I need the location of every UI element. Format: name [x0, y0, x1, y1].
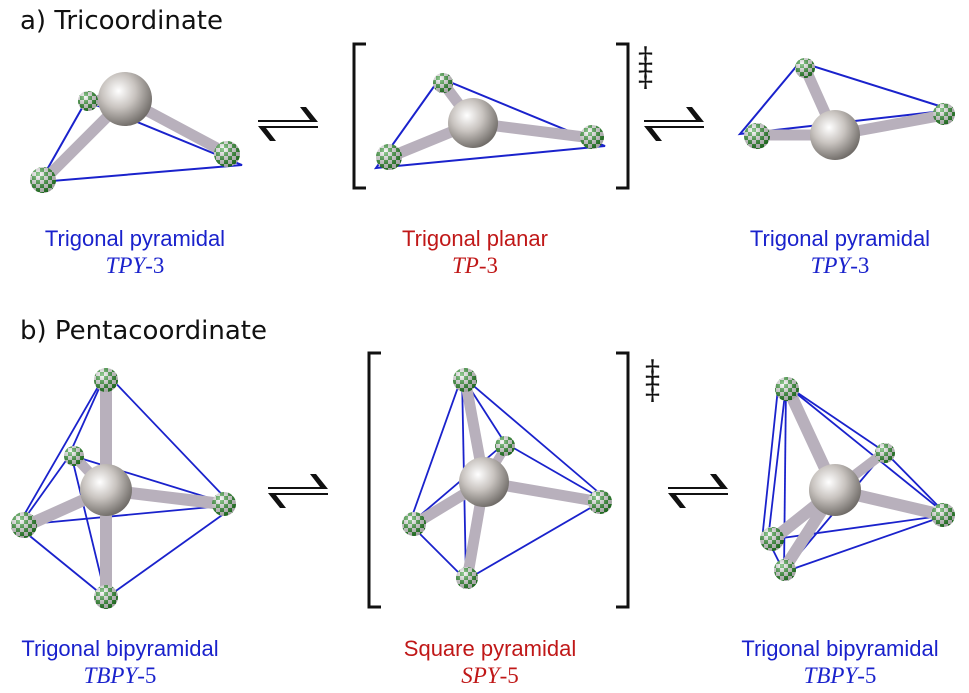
label-tpy3-right: Trigonal pyramidal TPY-3	[690, 226, 969, 280]
tbpy5-left-molecule	[11, 368, 236, 609]
label-tbpy5-left: Trigonal bipyramidal TBPY-5	[0, 636, 270, 690]
label-tp3-code: TP-3	[451, 253, 498, 278]
label-spy5: Square pyramidal SPY-5	[340, 636, 640, 690]
label-tbpy5-right: Trigonal bipyramidal TBPY-5	[690, 636, 969, 690]
ts-dagger-b-2: ‡	[645, 372, 660, 407]
equilibrium-arrow-a2	[644, 107, 704, 141]
section-b-title: b) Pentacoordinate	[20, 316, 267, 346]
label-tpy3-left: Trigonal pyramidal TPY-3	[0, 226, 285, 280]
equilibrium-arrow-a1	[258, 107, 318, 141]
spy5-molecule	[402, 368, 612, 589]
tp3-molecule	[373, 73, 606, 170]
label-tpy3-right-name: Trigonal pyramidal	[749, 226, 931, 251]
ts-dagger-b-1: ‡	[645, 354, 660, 389]
ts-dagger-a-2: ‡	[638, 59, 653, 94]
equilibrium-arrow-b1	[268, 474, 328, 508]
section-a-title: a) Tricoordinate	[20, 6, 223, 36]
label-tp3: Trigonal planar TP-3	[325, 226, 625, 280]
ts-dagger-a-1: ‡	[638, 41, 653, 76]
equilibrium-arrow-b2	[668, 474, 728, 508]
label-tbpy5-left-name: Trigonal bipyramidal	[21, 636, 219, 661]
tpy3-right-molecule	[737, 58, 955, 160]
label-tbpy5-right-name: Trigonal bipyramidal	[741, 636, 939, 661]
label-tpy3-right-code: TPY-3	[810, 253, 870, 278]
tbpy5-right-molecule	[760, 377, 955, 581]
label-spy5-name: Square pyramidal	[403, 636, 577, 661]
bracket-ts-b	[367, 351, 630, 609]
label-tpy3-left-code: TPY-3	[105, 253, 165, 278]
tpy3-left-molecule	[30, 72, 243, 193]
label-tp3-name: Trigonal planar	[402, 226, 548, 251]
label-tbpy5-left-code: TBPY-5	[83, 663, 157, 688]
label-spy5-code: SPY-5	[461, 663, 519, 688]
label-tbpy5-right-code: TBPY-5	[803, 663, 877, 688]
label-tpy3-left-name: Trigonal pyramidal	[44, 226, 226, 251]
bracket-ts-a	[352, 42, 630, 190]
